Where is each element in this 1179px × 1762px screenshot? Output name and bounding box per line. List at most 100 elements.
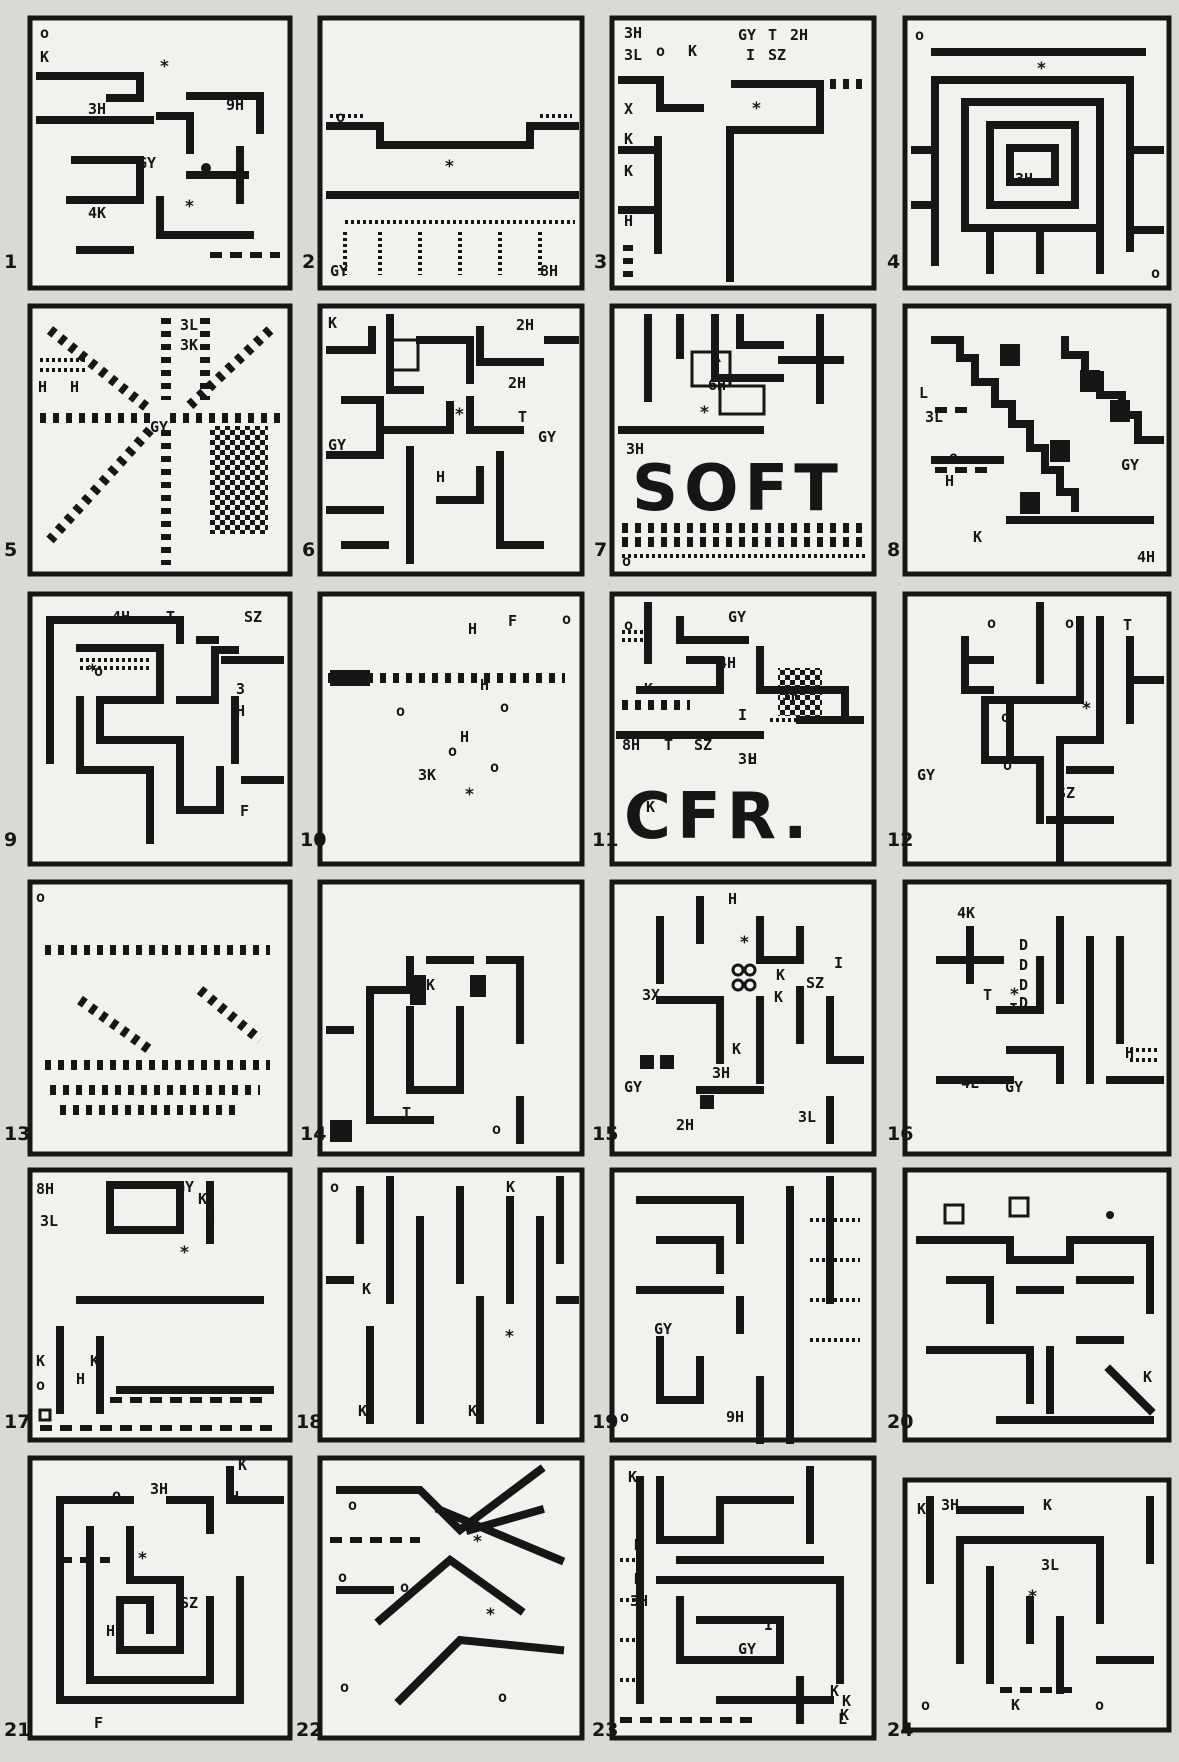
map-18-label: K [358, 1402, 367, 1420]
map-11-label: GY [728, 608, 746, 626]
map-10-label: H [460, 728, 469, 746]
map-12-label: o [1001, 708, 1010, 726]
map-number-15: 15 [592, 1123, 618, 1145]
map-3-label: 2H [790, 26, 808, 44]
map-16-label: 4K [957, 904, 975, 922]
map-9-label: o [94, 662, 103, 680]
map-3-label: K [624, 162, 633, 180]
map-11-label: 8H [622, 736, 640, 754]
map-number-13: 13 [4, 1123, 30, 1145]
svg-text:*: * [1037, 59, 1046, 79]
map-panel-21: * [30, 1458, 290, 1738]
map-1-label: 9H [226, 96, 244, 114]
map-9-label: 3 [236, 680, 245, 698]
map-11-label: SZ [694, 736, 712, 754]
map-6-label: 2H [516, 316, 534, 334]
map-21-label: H [230, 1488, 239, 1506]
map-panel-9: * [30, 594, 290, 864]
map-6-label: GY [328, 436, 346, 454]
map-16-label: GY [1005, 1078, 1023, 1096]
map-13-label: o [36, 888, 45, 906]
map-3-label: o [656, 42, 665, 60]
map-22-label: o [498, 1688, 507, 1706]
map-8-label: K [973, 528, 982, 546]
map-21-label: o [112, 1486, 121, 1504]
map-panel-3: * [612, 18, 874, 288]
map-3-label: 3H [624, 24, 642, 42]
map-panel-2: * [320, 18, 582, 288]
map-17-label: 3L [40, 1212, 58, 1230]
map-number-16: 16 [887, 1123, 913, 1145]
map-15-label: 3H [712, 1064, 730, 1082]
svg-text:*: * [700, 403, 709, 423]
map-11-label: o [624, 616, 633, 634]
map-22-label: o [340, 1678, 349, 1696]
map-10-label: o [448, 742, 457, 760]
map-9-label: H [236, 702, 245, 720]
map-18-label: o [330, 1178, 339, 1196]
map-10-label: o [562, 610, 571, 628]
map-23-label: 3H [630, 1592, 648, 1610]
map-15-label: I [834, 954, 843, 972]
map-panel-15: * [612, 882, 874, 1154]
map-5-label: 3K [180, 336, 198, 354]
map-6-label: K [328, 314, 337, 332]
map-number-4: 4 [887, 251, 900, 273]
map-14-label: K [426, 976, 435, 994]
map-19-label: o [620, 1408, 629, 1426]
map-11-label: K [646, 798, 655, 816]
svg-text:*: * [740, 933, 749, 953]
map-10-label: o [396, 702, 405, 720]
map-23-label: K [634, 1536, 643, 1554]
map-23-label: GY [738, 1640, 756, 1658]
map-number-24: 24 [887, 1719, 913, 1741]
svg-text:*: * [160, 57, 169, 77]
map-7-label: 3H [626, 440, 644, 458]
map-number-1: 1 [4, 251, 17, 273]
map-number-2: 2 [302, 251, 315, 273]
map-3-label: H [624, 212, 633, 230]
map-16-label: D [1019, 956, 1028, 974]
map-8-label: H [945, 472, 954, 490]
map-24-label: 3L [1041, 1556, 1059, 1574]
map-5-label: H [70, 378, 79, 396]
map-18-label: K [506, 1178, 515, 1196]
map-10-label: H [468, 620, 477, 638]
map-24-label: K [917, 1500, 926, 1518]
map-16-label: I [1009, 1000, 1018, 1018]
map-panel-5 [30, 306, 290, 574]
map-number-9: 9 [4, 829, 17, 851]
map-16-label: D [1019, 976, 1028, 994]
map-19-label: GY [654, 1320, 672, 1338]
map-number-11: 11 [592, 829, 618, 851]
map-5-label: 3L [180, 316, 198, 334]
svg-text:*: * [180, 1243, 189, 1263]
svg-text:*: * [138, 1549, 147, 1569]
map-7-label: 6H [708, 376, 726, 394]
map-10-label: H [480, 676, 489, 694]
svg-text:*: * [752, 99, 761, 119]
map-10-label: o [490, 758, 499, 776]
map-17-label: K [36, 1352, 45, 1370]
map-panel-24: * [905, 1480, 1169, 1730]
map-11-label: 3L [738, 750, 756, 768]
map-panel-14 [320, 882, 582, 1154]
map-17-label: GY [176, 1178, 194, 1196]
map-11-label: K [644, 680, 653, 698]
map-12-label: o [1065, 614, 1074, 632]
map-17-label: o [36, 1376, 45, 1394]
map-19-label: 9H [726, 1408, 744, 1426]
map-7-label: K [712, 348, 721, 366]
map-24-label: 3H [941, 1496, 959, 1514]
map-6-label: 2H [508, 374, 526, 392]
map-6-label: GY [538, 428, 556, 446]
svg-text:*: * [1082, 699, 1091, 719]
map-1-label: 3H [88, 100, 106, 118]
map-panel-7: SOFT * [612, 306, 874, 574]
map-panel-10: * [320, 594, 582, 864]
map-panel-8 [905, 306, 1169, 574]
map-16-label: H [1125, 1044, 1134, 1062]
map-4-label: o [1151, 264, 1160, 282]
map-panel-13 [30, 882, 290, 1154]
